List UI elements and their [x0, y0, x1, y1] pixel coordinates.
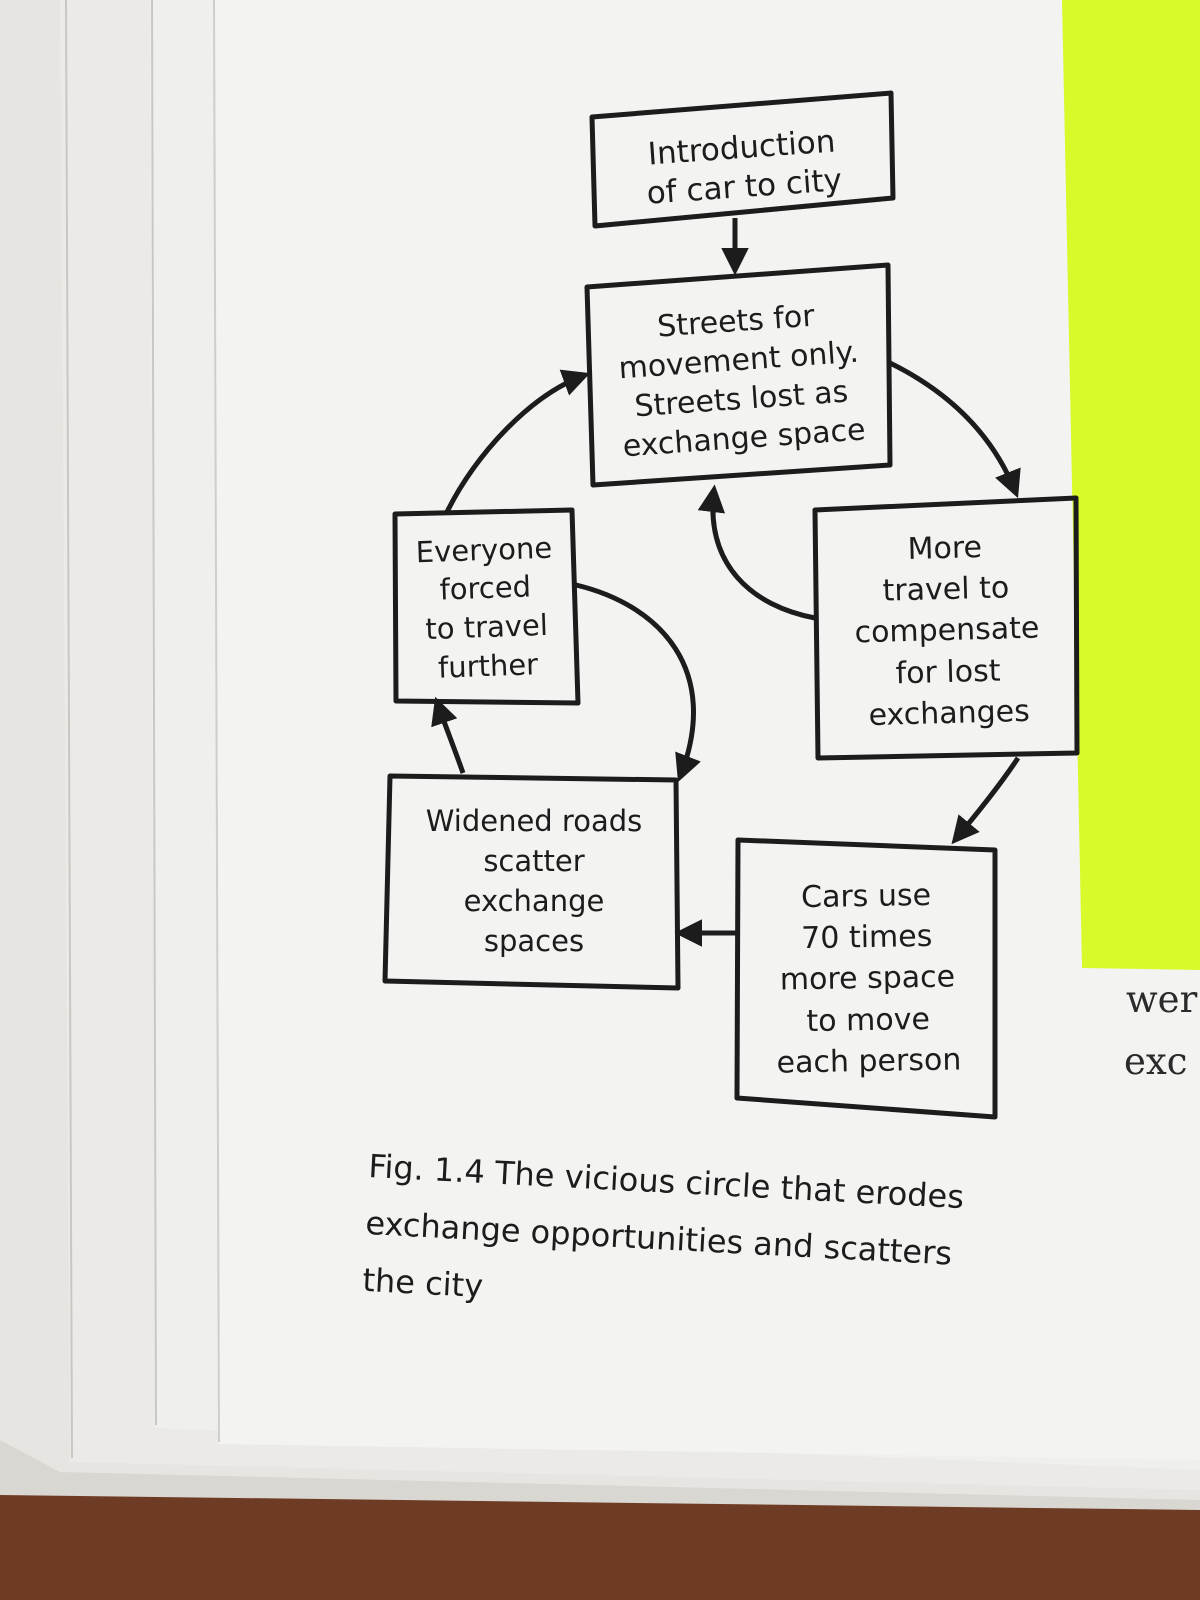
sticky-note — [1062, 0, 1200, 970]
box-everyone-label: Everyone forced to travel further — [415, 530, 553, 685]
arrow-everyone-to-streets — [444, 369, 591, 514]
facing-page-text-1: wer — [1126, 978, 1198, 1021]
box-cars-use-label: Cars use 70 times more space to move eac… — [776, 878, 962, 1081]
arrow-more-travel-to-cars — [951, 756, 1021, 845]
arrow-everyone-to-widened — [575, 582, 701, 783]
arrow-more-travel-to-streets — [697, 484, 816, 621]
box-streets — [584, 262, 893, 488]
box-introduction — [589, 90, 896, 229]
main-page — [215, 0, 1200, 1460]
arrow-widened-to-everyone — [431, 696, 466, 774]
box-more-travel-label: More travel to compensate for lost excha… — [854, 529, 1040, 734]
box-everyone — [392, 507, 581, 706]
figure-caption: Fig. 1.4 The vicious circle that erodes … — [361, 1146, 965, 1306]
box-cars-use — [734, 837, 998, 1120]
box-widened-roads — [382, 773, 681, 991]
box-more-travel — [812, 495, 1080, 761]
box-intro-label: Introduction of car to city — [645, 123, 844, 212]
box-streets-label: Streets for movement only. Streets lost … — [617, 298, 867, 465]
facing-page-text-2: exc — [1124, 1040, 1188, 1083]
arrow-streets-to-more-travel — [888, 360, 1021, 499]
box-widened-label: Widened roads scatter exchange spaces — [425, 803, 643, 959]
